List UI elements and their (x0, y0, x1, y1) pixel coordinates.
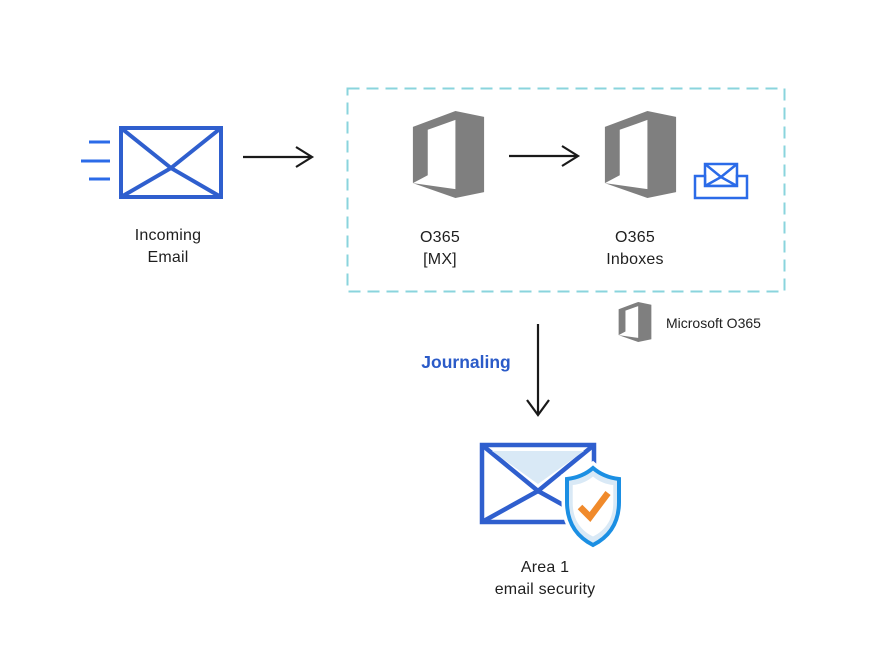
arrow-down-icon (526, 324, 550, 417)
arrow-right-icon (509, 145, 581, 167)
o365-inboxes-label: O365 Inboxes (606, 229, 664, 268)
office-logo-icon (604, 111, 677, 198)
o365-mx-label: O365 [MX] (420, 229, 460, 268)
incoming-email-label: Incoming Email (134, 227, 202, 266)
office-logo-icon (412, 111, 485, 198)
office-logo-icon (618, 302, 652, 342)
speed-lines-icon (81, 140, 110, 181)
incoming-email-icon (119, 126, 223, 199)
journaling-label: Journaling (421, 352, 511, 372)
o365-boundary-box (346, 87, 786, 293)
check-icon (577, 491, 611, 522)
shield-check-icon (561, 460, 625, 552)
legend-label: Microsoft O365 (666, 315, 761, 331)
envelope-flap (492, 451, 584, 484)
arrow-right-icon (243, 146, 315, 168)
inbox-envelope-icon (693, 162, 749, 200)
area1-label: Area 1 email security (494, 559, 596, 598)
email-security-icon (479, 442, 625, 552)
